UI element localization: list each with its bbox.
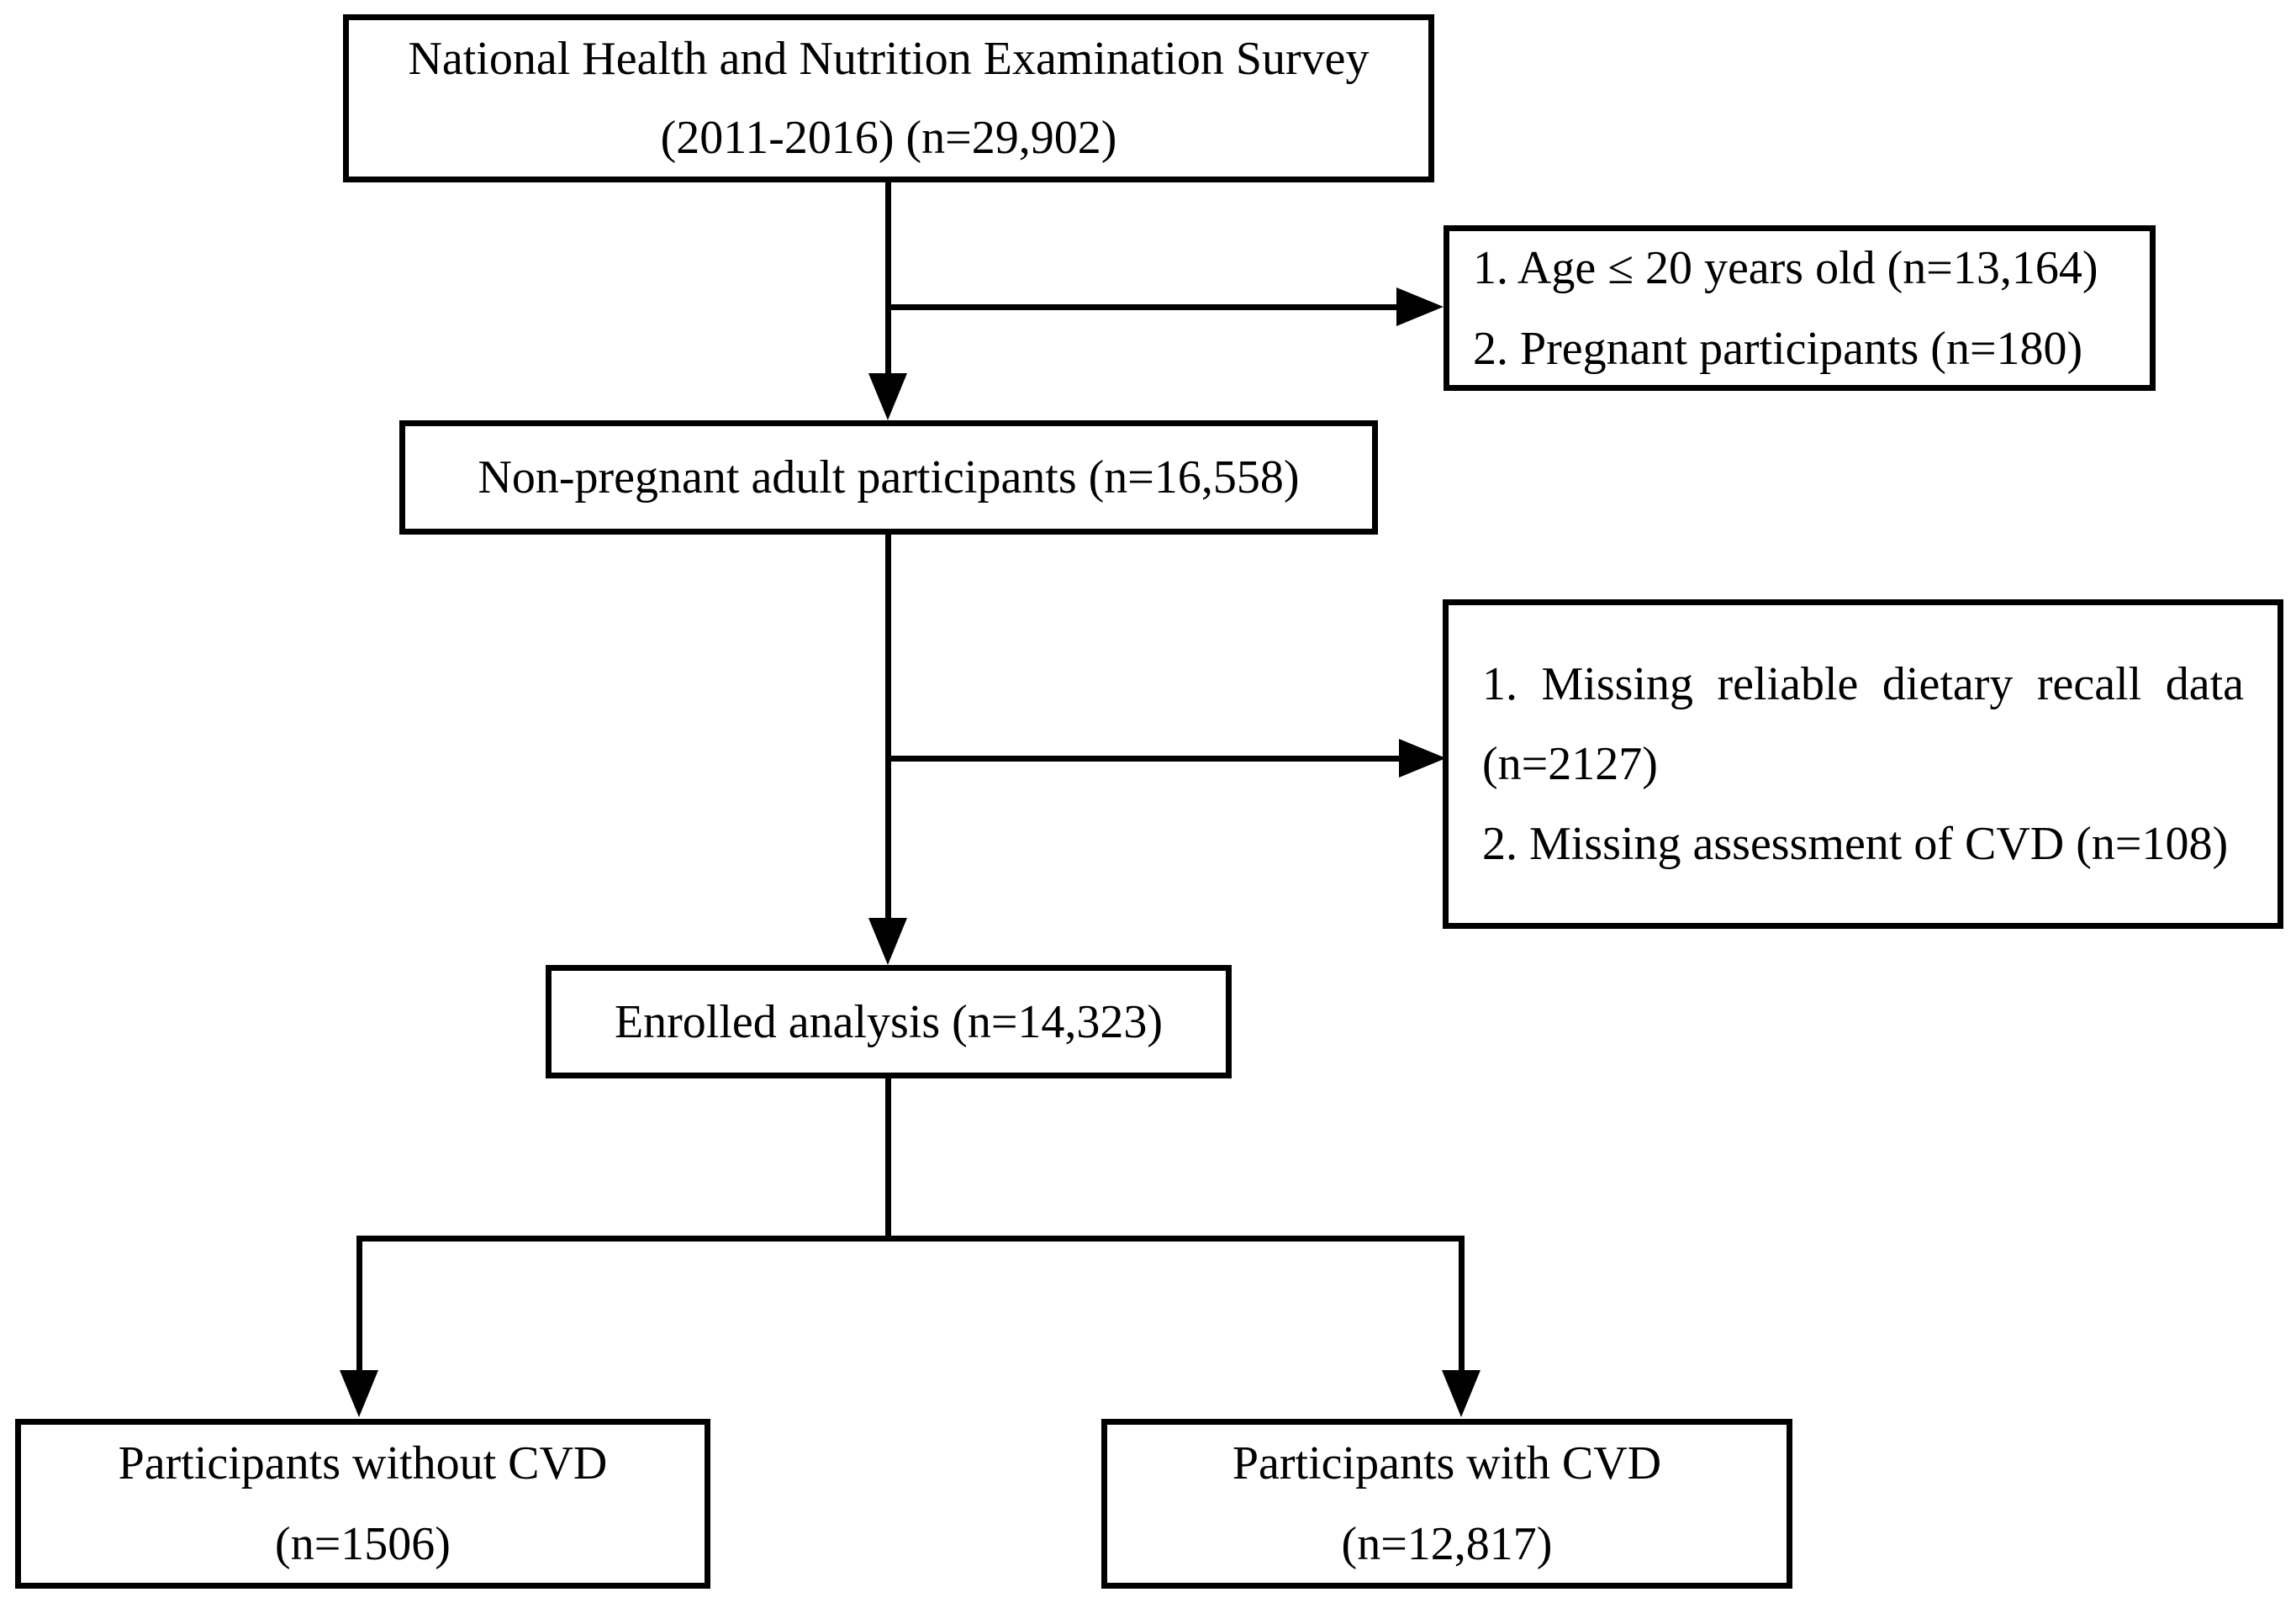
arrowhead-right-icon xyxy=(1399,739,1446,778)
node-exclusion-1: 1. Age ≤ 20 years old (n=13,164) 2. Preg… xyxy=(1444,225,2156,391)
connector-vline-right xyxy=(1459,1236,1465,1373)
with-cvd-line1: Participants with CVD xyxy=(1232,1437,1662,1489)
exclusion2-item1: 1. Missing reliable dietary recall data … xyxy=(1482,657,2244,790)
arrowhead-down-icon xyxy=(340,1370,378,1417)
exclusion1-item2: 2. Pregnant participants (n=180) xyxy=(1473,322,2083,375)
connector-hline-2 xyxy=(885,756,1407,762)
node-nhanes-line2: (2011-2016) (n=29,902) xyxy=(660,112,1117,164)
node-nonpregnant: Non-pregnant adult participants (n=16,55… xyxy=(399,420,1378,535)
node-without-cvd: Participants without CVD (n=1506) xyxy=(15,1419,710,1589)
arrowhead-down-icon xyxy=(868,918,907,965)
connector-vline-1 xyxy=(885,180,891,377)
connector-split-hline xyxy=(356,1236,1465,1242)
arrowhead-right-icon xyxy=(1396,287,1444,326)
without-cvd-line2: (n=1506) xyxy=(275,1518,451,1570)
node-enrolled-label: Enrolled analysis (n=14,323) xyxy=(614,995,1164,1048)
node-nhanes-line1: National Health and Nutrition Examinatio… xyxy=(408,33,1370,85)
connector-hline-1 xyxy=(885,304,1404,310)
connector-vline-left xyxy=(356,1236,362,1373)
exclusion2-item2: 2. Missing assessment of CVD (n=108) xyxy=(1482,817,2229,870)
arrowhead-down-icon xyxy=(1442,1370,1481,1417)
node-nonpregnant-label: Non-pregnant adult participants (n=16,55… xyxy=(478,451,1300,503)
exclusion1-item1: 1. Age ≤ 20 years old (n=13,164) xyxy=(1473,241,2098,294)
with-cvd-line2: (n=12,817) xyxy=(1341,1518,1553,1570)
node-exclusion-2: 1. Missing reliable dietary recall data … xyxy=(1443,599,2283,929)
connector-vline-3 xyxy=(885,1077,891,1242)
node-with-cvd: Participants with CVD (n=12,817) xyxy=(1101,1419,1792,1589)
without-cvd-line1: Participants without CVD xyxy=(118,1437,608,1489)
node-enrolled: Enrolled analysis (n=14,323) xyxy=(546,965,1232,1078)
node-nhanes: National Health and Nutrition Examinatio… xyxy=(343,14,1434,182)
arrowhead-down-icon xyxy=(868,373,907,420)
connector-vline-2 xyxy=(885,533,891,919)
